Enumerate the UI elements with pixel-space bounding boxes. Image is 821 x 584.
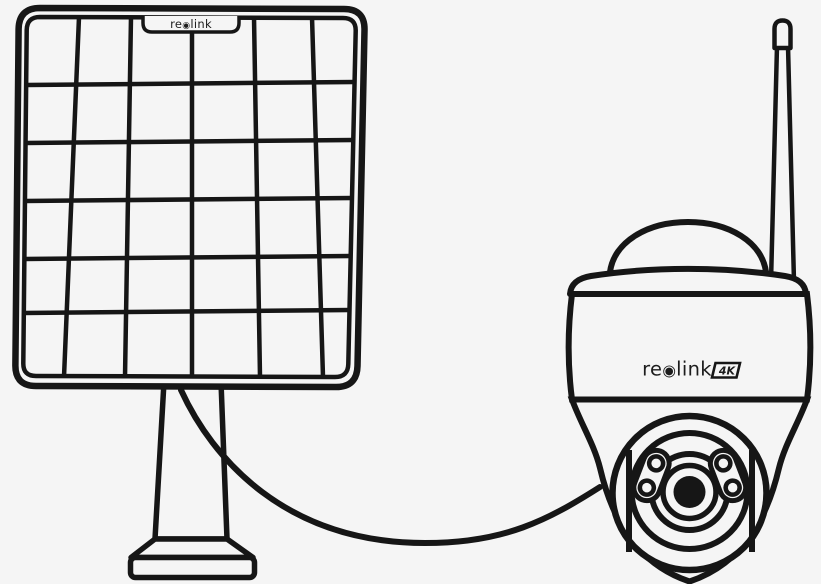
camera-top-cap: [567, 265, 809, 297]
yoke-edge-lines: [626, 450, 755, 552]
camera: re◉link 4K: [565, 18, 814, 584]
ir-led-left-top: [646, 454, 666, 473]
ir-led-left-bottom: [637, 478, 657, 497]
ir-led-pod-right: [707, 447, 749, 504]
solar-panel-stand: [127, 379, 258, 581]
ir-led-right-bottom: [723, 478, 742, 497]
lens-pupil: [673, 476, 706, 508]
badge-4k-label: 4K: [718, 365, 737, 378]
badge-4k-outline: [710, 361, 742, 379]
camera-brand: re◉link 4K: [642, 358, 742, 381]
ir-led-right-top: [714, 454, 733, 473]
power-cable: [178, 387, 603, 547]
camera-body: [565, 291, 814, 403]
camera-antenna: [768, 18, 797, 285]
camera-brand-logo: re◉link: [642, 358, 712, 381]
ir-led-pod-left: [631, 447, 672, 504]
solar-panel: re◉link: [12, 4, 368, 391]
camera-lens-ball: [609, 412, 770, 574]
stand-foot: [128, 536, 256, 561]
panel-inner-frame: [21, 14, 358, 380]
antenna-mast: [768, 43, 797, 285]
panel-logo-tab: re◉link: [141, 16, 241, 34]
antenna-tip: [772, 18, 793, 51]
camera-dome-top: [607, 218, 769, 273]
stand-base: [127, 554, 258, 581]
panel-brand-logo: re◉link: [170, 17, 212, 31]
logo-tab-outline: [141, 16, 241, 34]
panel-cell-grid: [22, 16, 356, 378]
